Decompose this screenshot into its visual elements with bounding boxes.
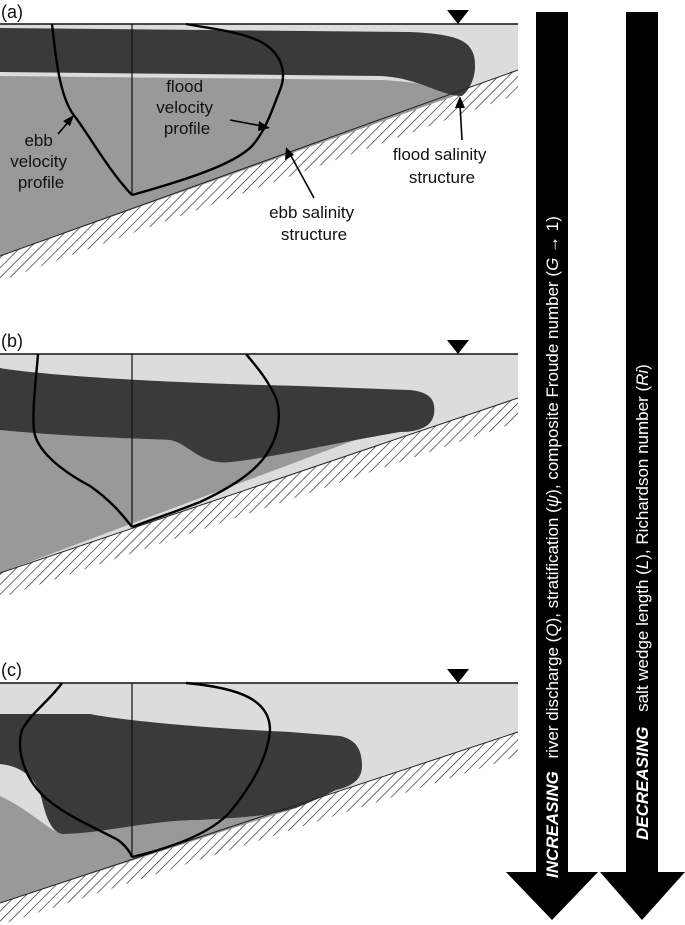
seabed-hatch <box>0 70 518 281</box>
flood-salinity-structure <box>0 28 476 96</box>
seabed-hatch <box>0 732 518 925</box>
decreasing-arrow: DECREASING salt wedge length (L), Richar… <box>600 12 685 920</box>
seabed-line <box>0 69 519 257</box>
water-level-marker <box>447 669 469 683</box>
flood-salinity-arrowhead <box>455 96 465 108</box>
decreasing-arrow-shape <box>600 12 685 920</box>
decreasing-arrow-label: DECREASING salt wedge length (L), Richar… <box>633 364 652 840</box>
seabed-hatch <box>0 398 518 598</box>
flood-salinity-label: flood salinity structure <box>393 145 491 187</box>
panel-label-a: (a) <box>1 2 23 22</box>
ebb-salinity-label: ebb salinity structure <box>269 203 359 244</box>
ebb-salinity-structure <box>0 796 296 903</box>
panel-label-b: (b) <box>1 331 23 351</box>
panel-label-c: (c) <box>1 660 22 680</box>
ebb-salinity-pointer <box>289 153 315 199</box>
increasing-arrow-label: INCREASING river discharge (Q), stratifi… <box>543 216 562 878</box>
ebb-velocity-arrowhead <box>63 115 74 126</box>
ebb-salinity-structure <box>0 76 460 256</box>
ebb-velocity-profile <box>18 682 134 858</box>
increasing-arrow-shape <box>506 12 598 920</box>
flood-velocity-profile <box>131 681 272 859</box>
flood-velocity-profile <box>131 353 280 529</box>
water-level-marker <box>447 10 469 24</box>
flood-salinity-pointer <box>459 103 463 141</box>
ebb-velocity-label: ebb velocity profile <box>10 131 71 192</box>
panel-b: (b) <box>0 331 519 598</box>
ebb-salinity-structure <box>0 410 435 573</box>
flood-velocity-label: flood velocity profile <box>156 77 217 138</box>
flood-velocity-profile <box>131 22 285 197</box>
increasing-arrow: INCREASING river discharge (Q), stratifi… <box>506 12 598 920</box>
ebb-velocity-profile <box>32 353 133 528</box>
flood-salinity-structure <box>0 714 362 834</box>
flood-velocity-arrowhead <box>258 121 270 131</box>
panel-c: (c) <box>0 660 519 925</box>
panel-a: (a) ebb velocity profile flood velocity … <box>0 2 519 281</box>
seabed-line <box>0 397 519 574</box>
flood-salinity-structure <box>0 368 435 463</box>
ebb-salinity-arrowhead <box>285 147 294 160</box>
ebb-velocity-profile <box>50 23 133 196</box>
flood-velocity-pointer <box>229 119 263 127</box>
water-level-marker <box>447 340 469 354</box>
seabed-line <box>0 731 519 904</box>
